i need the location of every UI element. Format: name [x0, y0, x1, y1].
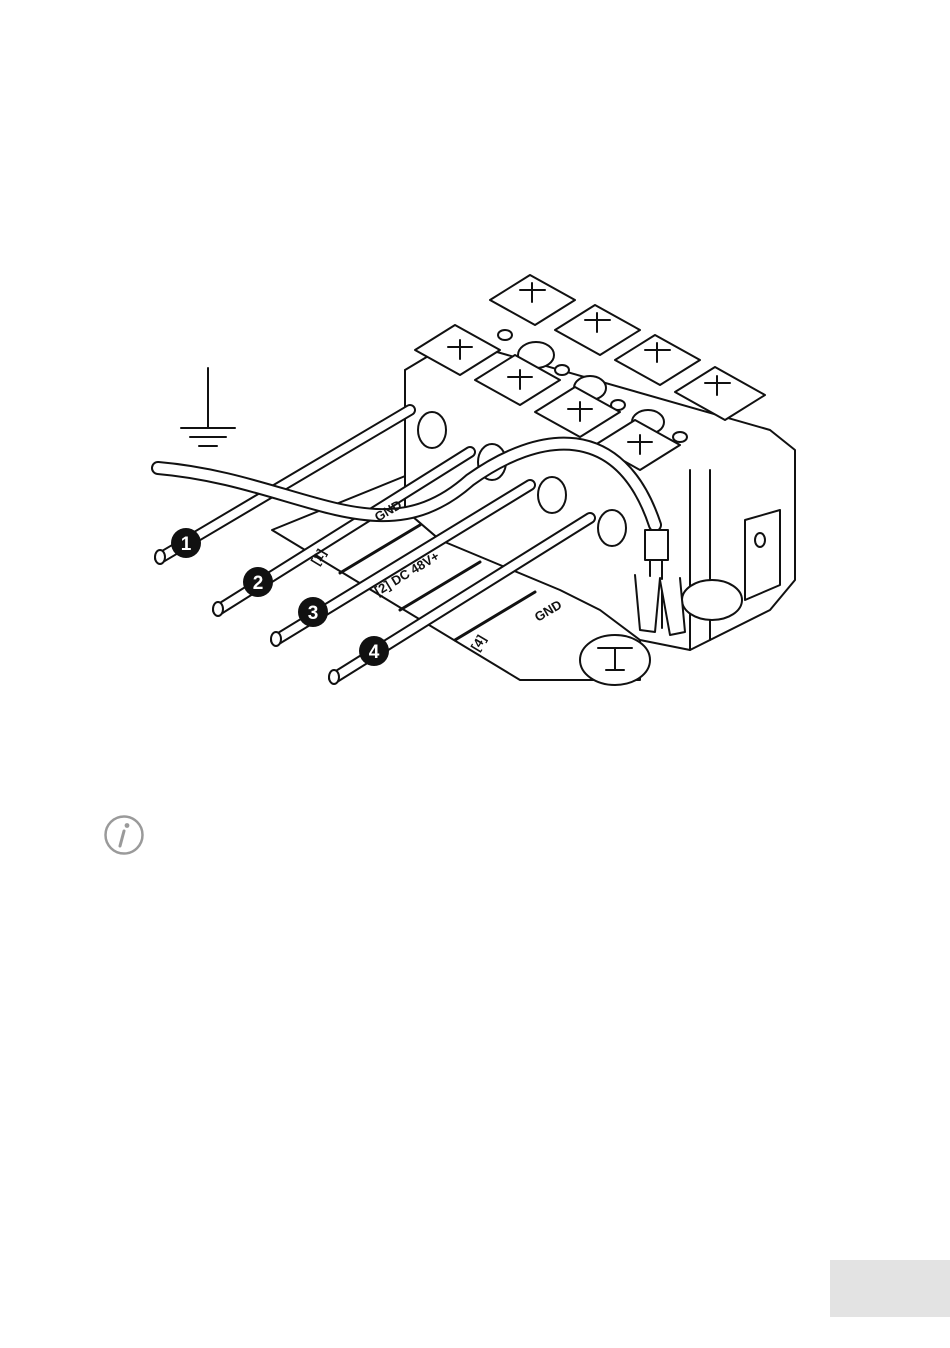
page-tab-marker [830, 1260, 950, 1317]
callout-2: 2 [243, 567, 273, 597]
svg-text:2: 2 [253, 573, 264, 594]
svg-text:1: 1 [181, 534, 192, 555]
protective-earth-icon [580, 635, 650, 685]
terminal-block-wiring-illustration: GND [1] [2] DC 48V+ GND [4] 1 2 3 4 [0, 0, 950, 760]
callout-1: 1 [171, 528, 201, 558]
ground-symbol-icon [181, 368, 235, 446]
svg-text:3: 3 [308, 603, 319, 624]
svg-text:4: 4 [369, 642, 380, 663]
callout-4: 4 [359, 636, 389, 666]
callout-3: 3 [298, 597, 328, 627]
info-icon [103, 814, 145, 856]
